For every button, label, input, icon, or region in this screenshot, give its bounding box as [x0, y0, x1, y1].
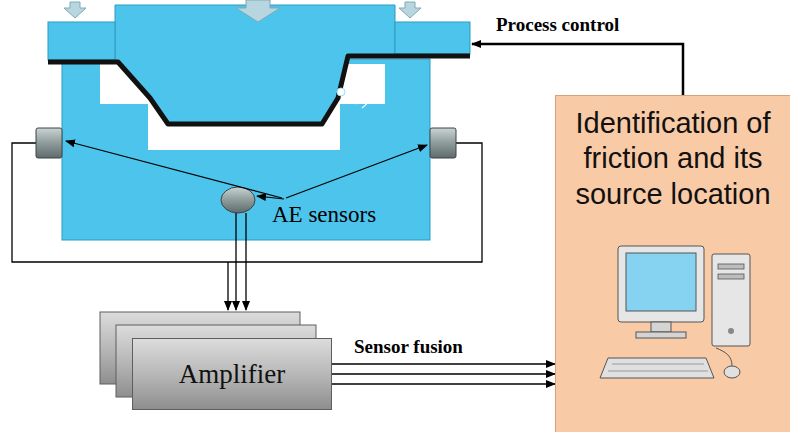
signal-wire: [235, 213, 236, 310]
sensor-label: AE sensors: [272, 202, 376, 228]
identification-panel: Identification of friction and its sourc…: [555, 95, 790, 432]
amplifier-box: Amplifier: [132, 338, 332, 410]
sheet-metal: [48, 56, 470, 124]
acoustic-wave: [356, 82, 362, 104]
acoustic-wave: [350, 86, 354, 100]
monitor-stand: [636, 332, 686, 338]
process-control-line: [472, 44, 683, 95]
box-label: Amplifier: [179, 359, 285, 390]
fusion-line: [332, 363, 555, 364]
leader-arrow: [257, 196, 284, 199]
panel-text: Identification of friction and its sourc…: [568, 106, 778, 212]
force-arrow: [236, 0, 280, 22]
monitor-stand: [651, 322, 671, 332]
friction-source: [337, 88, 345, 96]
edge-label: Sensor fusion: [352, 336, 465, 358]
mouse: [724, 366, 740, 378]
force-arrow: [64, 2, 86, 18]
fusion-line: [332, 373, 555, 374]
drive-slot: [718, 274, 744, 279]
leader-arrow: [66, 141, 282, 198]
mouse-cable: [716, 348, 732, 366]
computer-tower: [712, 254, 750, 346]
drive-slot: [718, 264, 744, 269]
keyboard-keys: [612, 364, 704, 365]
ae-sensor: [430, 128, 456, 158]
monitor: [618, 246, 704, 322]
keyboard: [600, 358, 714, 378]
signal-wire: [227, 262, 228, 310]
process-control-label: Process control: [494, 14, 621, 36]
fusion-arrow: [332, 364, 555, 384]
leader-arrow: [286, 145, 427, 198]
power-button: [728, 328, 734, 334]
fusion-line: [332, 383, 555, 384]
keyboard-keys: [608, 371, 708, 372]
blank-holder: [395, 22, 470, 54]
acoustic-wave: [362, 78, 370, 108]
force-arrow: [399, 2, 421, 18]
monitor-screen: [626, 253, 696, 311]
signal-wire: [245, 213, 246, 310]
ae-sensor: [221, 187, 255, 213]
ae-sensor: [36, 128, 62, 158]
blank-holder: [48, 22, 115, 60]
